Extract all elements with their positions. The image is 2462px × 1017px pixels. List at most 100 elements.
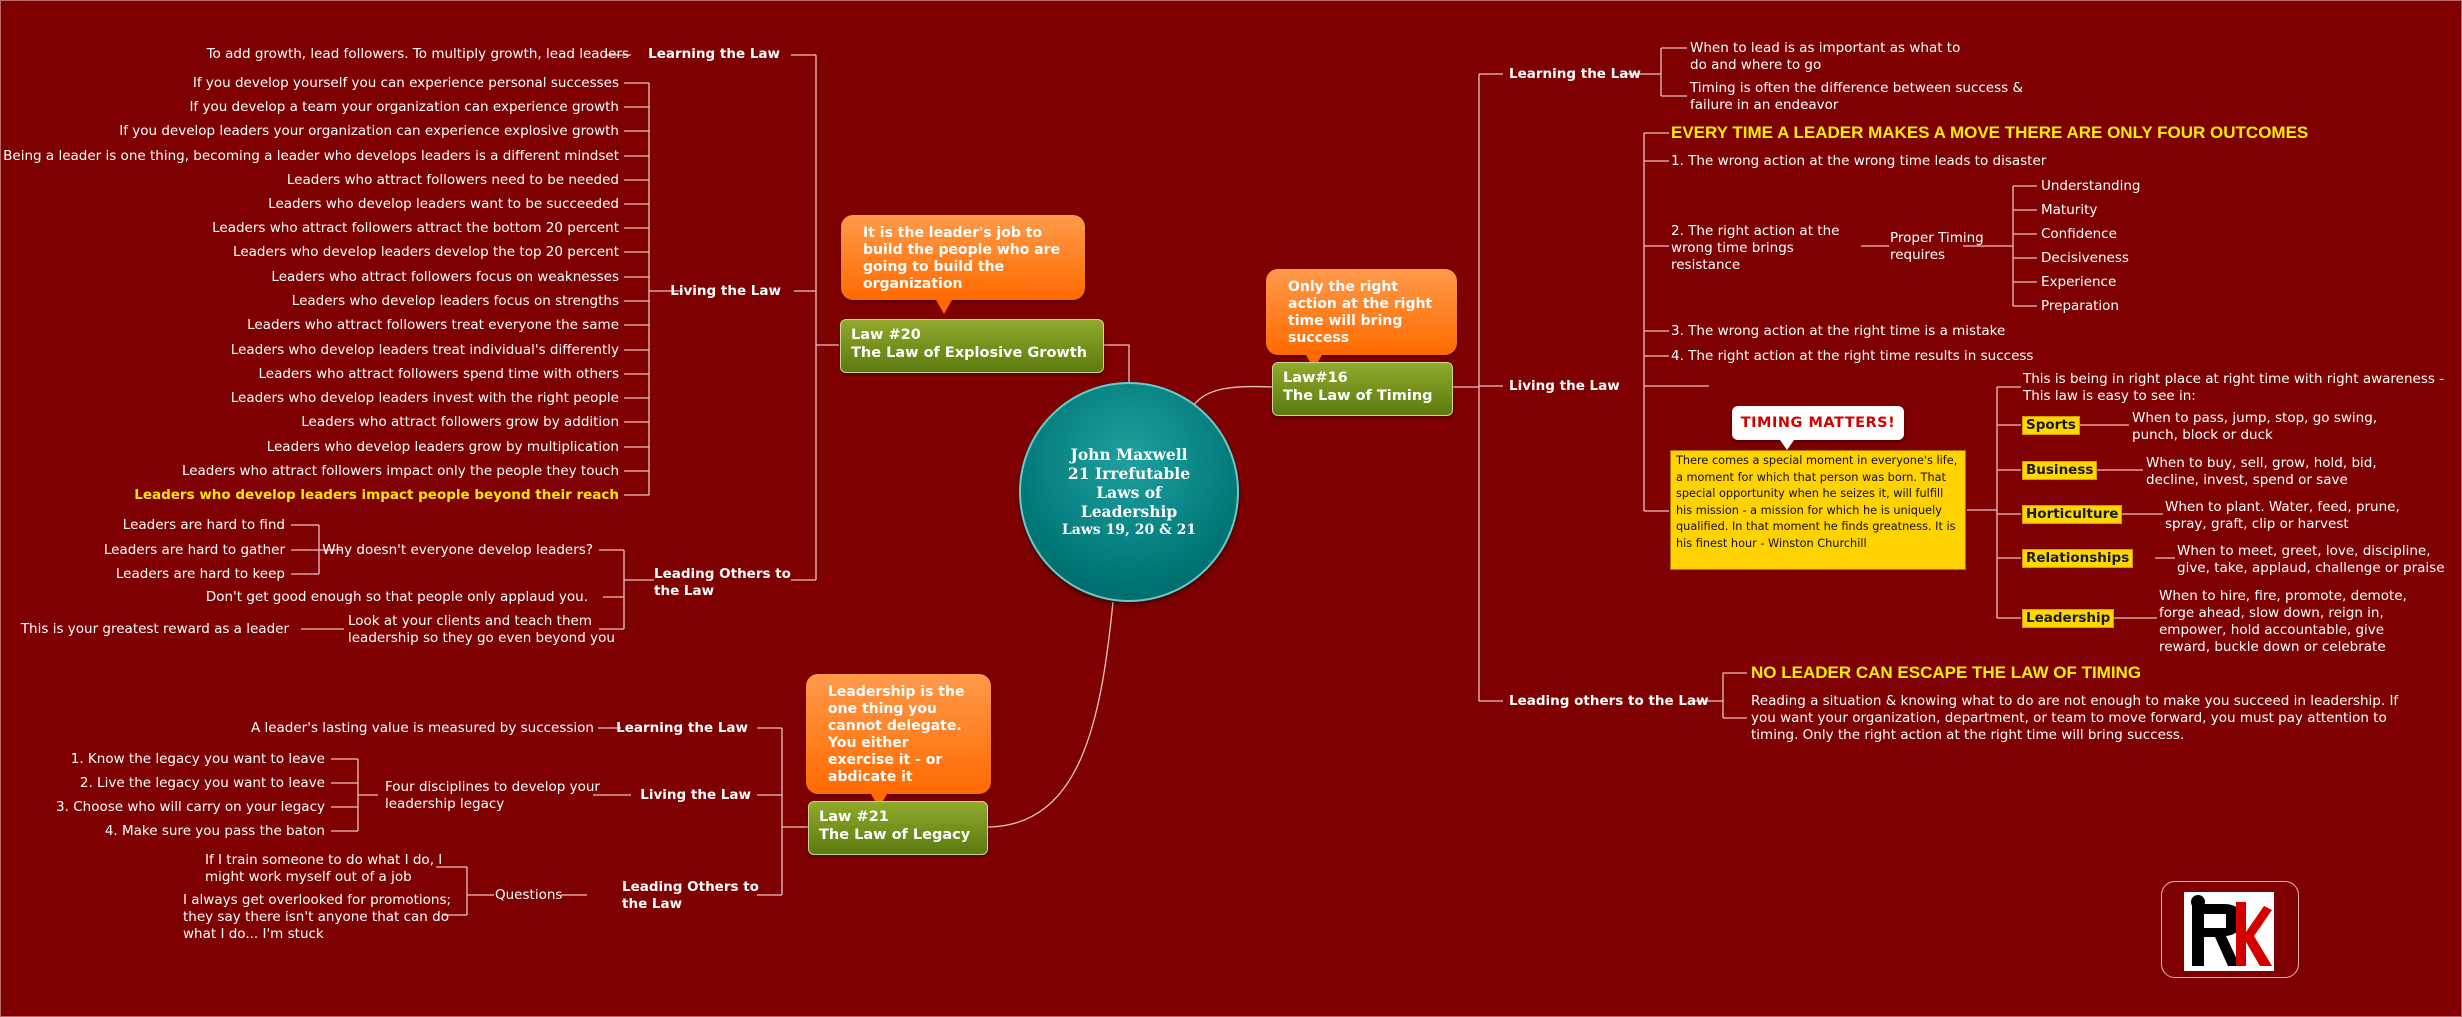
law16-learning-a1: When to lead is as important as what to <box>1690 40 1961 56</box>
law16-field-business-text: When to buy, sell, grow, hold, bid, decl… <box>2146 455 2377 489</box>
law16-callout[interactable]: Only the right action at the right time … <box>1266 269 1457 369</box>
law20-living-item: Leaders who attract followers focus on w… <box>271 269 619 285</box>
law20-callout[interactable]: It is the leader's job to build the peop… <box>841 215 1085 314</box>
law16-outcome-2a: 2. The right action at the <box>1671 223 1840 239</box>
law16-outcome-3: 3. The wrong action at the right time is… <box>1671 323 2006 339</box>
law20-reward: This is your greatest reward as a leader <box>20 621 289 637</box>
law21-leading-label[interactable]: Leading Others to the Law <box>622 879 759 913</box>
law20-why-item: Leaders are hard to find <box>122 517 285 533</box>
law20-living-item: Leaders who develop leaders focus on str… <box>291 293 619 309</box>
law20-look: Look at your clients and teach them lead… <box>348 613 615 647</box>
law16-requires-item: Confidence <box>2041 226 2117 242</box>
law16-field-line: When to meet, greet, love, discipline, <box>2177 543 2431 559</box>
law20-why-item: Leaders are hard to keep <box>115 566 285 582</box>
law20-living-item: Leaders who attract followers impact onl… <box>181 463 619 479</box>
law16-proper-timing: Proper Timing requires <box>1890 230 1984 264</box>
law21-disciplines-2: leadership legacy <box>385 796 505 812</box>
law20-title-2: The Law of Explosive Growth <box>851 345 1088 361</box>
law16-field-line: spray, graft, clip or harvest <box>2165 516 2349 532</box>
law20-leading-label-2: the Law <box>654 583 715 599</box>
law20-leading-label-1: Leading Others to <box>654 566 791 582</box>
law16-field-line: When to plant. Water, feed, prune, <box>2165 499 2400 515</box>
law21-living-label[interactable]: Living the Law <box>640 787 751 803</box>
logo-mark-icon <box>2184 892 2274 971</box>
law16-requires-item: Understanding <box>2041 178 2141 194</box>
law16-learning-b: Timing is often the difference between s… <box>1690 80 2023 114</box>
center-line-3: Laws of <box>1096 482 1162 502</box>
law16-learning-label[interactable]: Learning the Law <box>1509 66 1641 82</box>
law20-learning-label[interactable]: Learning the Law <box>648 46 780 62</box>
churchill-quote-note: There comes a special moment in everyone… <box>1670 450 1966 570</box>
law20-topic[interactable]: Law #20 The Law of Explosive Growth <box>840 319 1104 373</box>
law20-living-item: Being a leader is one thing, becoming a … <box>3 148 619 164</box>
law16-proper-2: requires <box>1890 247 1946 263</box>
timing-matters-callout[interactable]: TIMING MATTERS! <box>1732 406 1904 450</box>
law21-callout-text: Leadership is the one thing you cannot d… <box>828 684 965 785</box>
law20-look-1: Look at your clients and teach them <box>348 613 592 629</box>
law20-callout-text: It is the leader's job to build the peop… <box>863 225 1061 292</box>
logo-frame <box>2161 881 2299 978</box>
law16-field-line: When to hire, fire, promote, demote, <box>2159 588 2407 604</box>
central-topic[interactable]: John Maxwell 21 Irrefutable Laws of Lead… <box>1019 382 1239 602</box>
law21-question-1: If I train someone to do what I do, I mi… <box>205 852 442 886</box>
law16-field-sports: Sports <box>2022 416 2080 435</box>
law20-applaud: Don't get good enough so that people onl… <box>205 589 588 605</box>
law20-living-item: Leaders who attract followers attract th… <box>212 220 619 236</box>
law16-outcomes-headline: EVERY TIME A LEADER MAKES A MOVE THERE A… <box>1671 123 2309 142</box>
law16-field-line: punch, block or duck <box>2132 427 2273 443</box>
law21-discipline-item: 4. Make sure you pass the baton <box>104 823 325 839</box>
law21-title-1: Law #21 <box>819 809 889 825</box>
law21-learning-label[interactable]: Learning the Law <box>616 720 748 736</box>
law16-field-sports-text: When to pass, jump, stop, go swing, punc… <box>2132 410 2377 444</box>
law20-living-item: Leaders who develop leaders treat indivi… <box>230 342 619 358</box>
law16-field-line: forge ahead, slow down, reign in, <box>2159 605 2384 621</box>
center-line-1: John Maxwell <box>1070 444 1188 464</box>
law16-field-relationships: Relationships <box>2022 549 2134 568</box>
law21-question-2b: they say there isn't anyone that can do <box>183 909 449 925</box>
law16-title-1: Law#16 <box>1283 370 1348 386</box>
law21-disciplines-1: Four disciplines to develop your <box>385 779 600 795</box>
law16-outcome-2: 2. The right action at the wrong time br… <box>1671 223 1839 274</box>
law20-living-item: Leaders who attract followers need to be… <box>286 172 619 188</box>
law20-living-item: Leaders who attract followers treat ever… <box>247 317 619 333</box>
law21-leading-label-2: the Law <box>622 896 683 912</box>
law21-callout[interactable]: Leadership is the one thing you cannot d… <box>806 674 991 808</box>
law16-living-label[interactable]: Living the Law <box>1509 378 1620 394</box>
law16-requires-item: Decisiveness <box>2041 250 2129 266</box>
law16-leading-p3: timing. Only the right action at the rig… <box>1751 727 2185 743</box>
law16-leading-p1: Reading a situation & knowing what to do… <box>1751 693 2399 709</box>
law16-right-place: This is being in right place at right ti… <box>2023 371 2444 405</box>
law16-field-line: decline, invest, spend or save <box>2146 472 2348 488</box>
law16-outcome-2c: resistance <box>1671 257 1741 273</box>
law16-leading-p2: you want your organization, department, … <box>1751 710 2387 726</box>
law16-field-line: give, take, applaud, challenge or praise <box>2177 560 2445 576</box>
logo <box>2184 892 2274 971</box>
law20-look-2: leadership so they go even beyond you <box>348 630 615 646</box>
law16-outcome-1: 1. The wrong action at the wrong time le… <box>1671 153 2047 169</box>
law16-topic[interactable]: Law#16 The Law of Timing <box>1272 362 1453 416</box>
law16-leading-label[interactable]: Leading others to the Law <box>1509 693 1709 709</box>
law20-why: Why doesn't everyone develop leaders? <box>322 542 593 558</box>
law21-topic[interactable]: Law #21 The Law of Legacy <box>808 801 988 855</box>
law20-living-item: Leaders who develop leaders invest with … <box>230 390 619 406</box>
law21-discipline-item: 3. Choose who will carry on your legacy <box>56 799 325 815</box>
law20-living-label[interactable]: Living the Law <box>670 283 781 299</box>
law16-requires-item: Maturity <box>2041 202 2098 218</box>
center-line-5: Laws 19, 20 & 21 <box>1061 521 1197 538</box>
law16-leading-paragraph: Reading a situation & knowing what to do… <box>1751 693 2398 744</box>
law16-field-horticulture-text: When to plant. Water, feed, prune, spray… <box>2165 499 2400 533</box>
law16-requires-item: Experience <box>2041 274 2117 290</box>
law21-discipline-item: 1. Know the legacy you want to leave <box>70 751 325 767</box>
law16-right-2: This law is easy to see in: <box>2023 388 2196 404</box>
law16-outcome-4: 4. The right action at the right time re… <box>1671 348 2034 364</box>
law21-question-2a: I always get overlooked for promotions; <box>183 892 452 908</box>
law16-field-horticulture: Horticulture <box>2022 505 2123 524</box>
law20-learning-text: To add growth, lead followers. To multip… <box>206 46 629 62</box>
law16-field-line: When to buy, sell, grow, hold, bid, <box>2146 455 2377 471</box>
law21-title-2: The Law of Legacy <box>819 827 971 843</box>
center-line-2: 21 Irrefutable <box>1067 463 1191 483</box>
law20-title-1: Law #20 <box>851 327 921 343</box>
law20-leading-label[interactable]: Leading Others to the Law <box>654 566 791 600</box>
